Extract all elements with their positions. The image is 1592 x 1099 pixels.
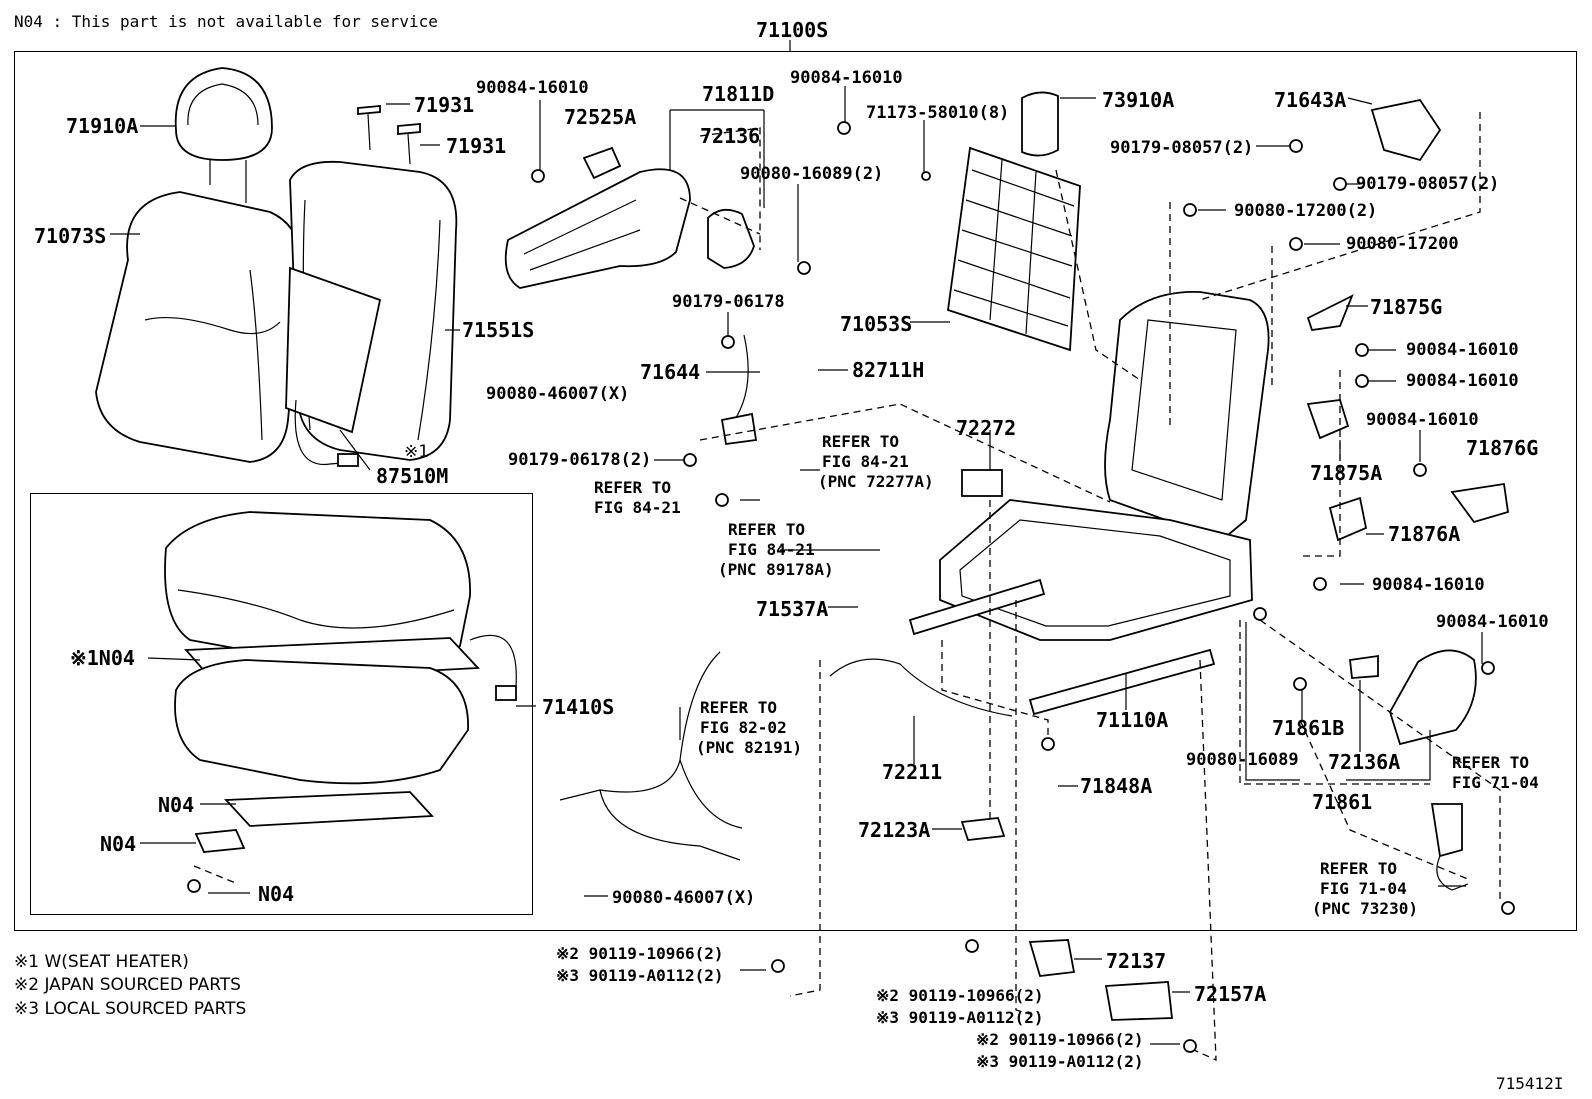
part-90080-16089[interactable]: 90080-16089 bbox=[1186, 750, 1299, 770]
ref-fig-71-04-a-line1[interactable]: REFER TO bbox=[1452, 753, 1530, 772]
part-90179-06178[interactable]: 90179-06178 bbox=[672, 292, 785, 312]
part-90084-16010-c[interactable]: 90084-16010 bbox=[1406, 340, 1519, 360]
ref-fig-82-02-line1[interactable]: REFER TO bbox=[700, 698, 778, 717]
part-90080-17200[interactable]: 90080-17200 bbox=[1346, 234, 1459, 254]
assembly-part-number[interactable]: 71100S bbox=[756, 18, 829, 42]
ref-fig-84-21-c-line2[interactable]: FIG 84-21 bbox=[728, 540, 815, 559]
main-diagram-frame bbox=[14, 51, 1577, 931]
part-90179-08057-2-a[interactable]: 90179-08057(2) bbox=[1110, 138, 1254, 158]
ref-fig-71-04-a-line2[interactable]: FIG 71-04 bbox=[1452, 773, 1539, 792]
part-72272[interactable]: 72272 bbox=[956, 416, 1017, 440]
bolt-group-3-japan[interactable]: ※2 90119-10966(2) bbox=[976, 1030, 1144, 1049]
part-n04-heater[interactable]: ※1N04 bbox=[70, 646, 135, 670]
part-73910A[interactable]: 73910A bbox=[1102, 88, 1175, 112]
part-71910A[interactable]: 71910A bbox=[66, 114, 139, 138]
ref-fig-84-21-c-line1[interactable]: REFER TO bbox=[728, 520, 806, 539]
part-71861[interactable]: 71861 bbox=[1312, 790, 1373, 814]
part-71861B[interactable]: 71861B bbox=[1272, 716, 1345, 740]
ref-fig-84-21-a-line2[interactable]: FIG 84-21 bbox=[822, 452, 909, 471]
ref-fig-82-02-line3[interactable]: (PNC 82191) bbox=[696, 738, 802, 757]
ref-fig-71-04-b-line3[interactable]: (PNC 73230) bbox=[1312, 899, 1418, 918]
part-71173-58010[interactable]: 71173-58010(8) bbox=[866, 103, 1010, 123]
part-71410S[interactable]: 71410S bbox=[542, 695, 615, 719]
spring-mat-drawing bbox=[947, 146, 1081, 352]
part-90084-16010-g[interactable]: 90084-16010 bbox=[1436, 612, 1549, 632]
footnote-local-sourced: ※3 LOCAL SOURCED PARTS bbox=[14, 999, 247, 1019]
part-71875A[interactable]: 71875A bbox=[1310, 461, 1383, 485]
part-71643A[interactable]: 71643A bbox=[1274, 88, 1347, 112]
seat-cushion-drawing bbox=[164, 511, 517, 853]
ref-fig-84-21-b-line2[interactable]: FIG 84-21 bbox=[594, 498, 681, 517]
footnote-japan-sourced: ※2 JAPAN SOURCED PARTS bbox=[14, 975, 241, 995]
part-71931-upper[interactable]: 71931 bbox=[414, 93, 475, 117]
part-71848A[interactable]: 71848A bbox=[1080, 774, 1153, 798]
ref-fig-82-02-line2[interactable]: FIG 82-02 bbox=[700, 718, 787, 737]
part-90080-46007-top[interactable]: 90080-46007(X) bbox=[486, 384, 630, 404]
part-72136[interactable]: 72136 bbox=[700, 124, 761, 148]
part-90080-17200-2[interactable]: 90080-17200(2) bbox=[1234, 201, 1378, 221]
part-71931-lower[interactable]: 71931 bbox=[446, 134, 507, 158]
bolt-group-2-local[interactable]: ※3 90119-A0112(2) bbox=[876, 1008, 1044, 1027]
part-82711H[interactable]: 82711H bbox=[852, 358, 925, 382]
part-90084-16010-b[interactable]: 90084-16010 bbox=[790, 68, 903, 88]
part-n04-module[interactable]: N04 bbox=[100, 832, 137, 856]
part-72123A[interactable]: 72123A bbox=[858, 818, 931, 842]
part-90080-16089-2[interactable]: 90080-16089(2) bbox=[740, 164, 884, 184]
bolt-group-3-local[interactable]: ※3 90119-A0112(2) bbox=[976, 1052, 1144, 1071]
seatback-cover-drawing bbox=[95, 191, 303, 463]
bolt-group-2-japan[interactable]: ※2 90119-10966(2) bbox=[876, 986, 1044, 1005]
seat-cushion-inset-frame bbox=[30, 493, 533, 915]
part-90084-16010-e[interactable]: 90084-16010 bbox=[1366, 410, 1479, 430]
part-87510M-mark: ※1 bbox=[404, 442, 429, 462]
part-90179-08057-2-b[interactable]: 90179-08057(2) bbox=[1356, 174, 1500, 194]
part-71876A[interactable]: 71876A bbox=[1388, 522, 1461, 546]
part-n04-pad[interactable]: N04 bbox=[158, 793, 195, 817]
part-72157A[interactable]: 72157A bbox=[1194, 982, 1267, 1006]
part-71811D[interactable]: 71811D bbox=[702, 82, 775, 106]
part-71644[interactable]: 71644 bbox=[640, 360, 701, 384]
ref-fig-84-21-a-line1[interactable]: REFER TO bbox=[822, 432, 900, 451]
part-71110A[interactable]: 71110A bbox=[1096, 708, 1169, 732]
ref-fig-84-21-a-line3[interactable]: (PNC 72277A) bbox=[818, 472, 934, 491]
figure-id: 715412I bbox=[1496, 1074, 1564, 1093]
ref-fig-71-04-b-line2[interactable]: FIG 71-04 bbox=[1320, 879, 1407, 898]
part-72136A[interactable]: 72136A bbox=[1328, 750, 1401, 774]
part-90084-16010-f[interactable]: 90084-16010 bbox=[1372, 575, 1485, 595]
part-71875G[interactable]: 71875G bbox=[1370, 295, 1443, 319]
bolt-group-1-japan[interactable]: ※2 90119-10966(2) bbox=[556, 944, 724, 963]
part-87510M[interactable]: 87510M bbox=[376, 464, 449, 488]
footnote-seat-heater: ※1 W(SEAT HEATER) bbox=[14, 952, 189, 972]
seat-frame-drawing bbox=[908, 291, 1270, 716]
part-90179-06178-2[interactable]: 90179-06178(2) bbox=[508, 450, 652, 470]
part-72211[interactable]: 72211 bbox=[882, 760, 943, 784]
part-72137[interactable]: 72137 bbox=[1106, 949, 1167, 973]
header-note: N04 : This part is not available for ser… bbox=[14, 12, 438, 31]
part-71537A[interactable]: 71537A bbox=[756, 597, 829, 621]
part-90080-46007-bottom[interactable]: 90080-46007(X) bbox=[612, 888, 756, 908]
part-71551S[interactable]: 71551S bbox=[462, 318, 535, 342]
part-90084-16010-d[interactable]: 90084-16010 bbox=[1406, 371, 1519, 391]
bolt-group-1-local[interactable]: ※3 90119-A0112(2) bbox=[556, 966, 724, 985]
ref-fig-84-21-b-line1[interactable]: REFER TO bbox=[594, 478, 672, 497]
recliner-cover-drawing bbox=[504, 168, 691, 289]
part-71876G[interactable]: 71876G bbox=[1466, 436, 1539, 460]
headrest-drawing bbox=[174, 67, 273, 203]
ref-fig-84-21-c-line3[interactable]: (PNC 89178A) bbox=[718, 560, 834, 579]
part-72525A[interactable]: 72525A bbox=[564, 105, 637, 129]
part-71073S[interactable]: 71073S bbox=[34, 224, 107, 248]
part-71053S[interactable]: 71053S bbox=[840, 312, 913, 336]
part-90084-16010-a[interactable]: 90084-16010 bbox=[476, 78, 589, 98]
ref-fig-71-04-b-line1[interactable]: REFER TO bbox=[1320, 859, 1398, 878]
part-n04-bolt[interactable]: N04 bbox=[258, 882, 295, 906]
